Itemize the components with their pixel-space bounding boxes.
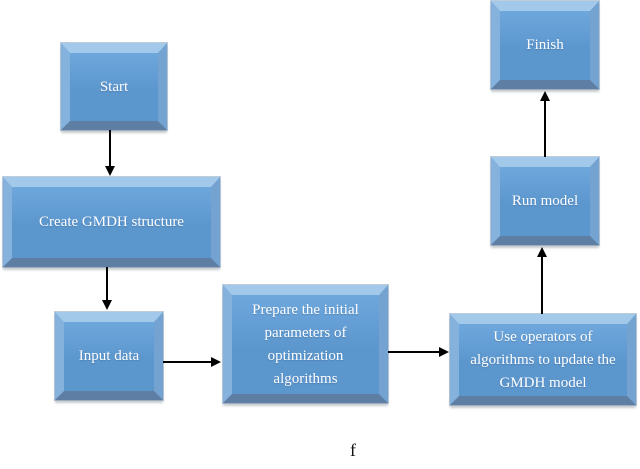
arrow-run-model-to-finish: [540, 91, 550, 157]
arrow-line: [106, 267, 108, 301]
figure-caption: f: [350, 440, 356, 460]
arrow-start-to-create-gmdh: [105, 130, 115, 176]
node-run-model: Run model: [491, 157, 599, 245]
arrow-line: [541, 256, 543, 314]
node-use-operators: Use operators of algorithms to update th…: [450, 314, 636, 405]
node-label-use-operators: Use operators of algorithms to update th…: [470, 328, 616, 391]
arrow-prepare-params-to-use-operators: [388, 347, 449, 357]
node-label-start: Start: [99, 78, 129, 95]
node-prepare-params: Prepare the initial parameters of optimi…: [223, 285, 388, 403]
arrow-line: [163, 361, 212, 363]
node-finish: Finish: [491, 1, 599, 89]
arrowhead-icon: [211, 357, 221, 367]
node-label-create-gmdh: Create GMDH structure: [39, 214, 184, 230]
arrowhead-icon: [105, 166, 115, 176]
node-label-prepare-params: Prepare the initial parameters of optimi…: [252, 301, 359, 387]
node-label-finish: Finish: [526, 37, 564, 53]
node-label-run-model: Run model: [511, 193, 579, 209]
node-create-gmdh: Create GMDH structure: [3, 177, 220, 267]
arrow-line: [388, 351, 440, 353]
arrow-create-gmdh-to-input-data: [102, 267, 112, 310]
node-start: Start: [61, 43, 167, 130]
arrowhead-icon: [439, 347, 449, 357]
arrow-use-operators-to-run-model: [537, 247, 547, 314]
arrowhead-icon: [102, 300, 112, 310]
arrow-line: [544, 100, 546, 157]
arrowhead-icon: [537, 247, 547, 257]
arrowhead-icon: [540, 91, 550, 101]
arrow-line: [109, 130, 111, 167]
arrow-input-data-to-prepare-params: [163, 357, 221, 367]
node-input-data: Input data: [55, 312, 163, 400]
node-label-input-data: Input data: [78, 348, 140, 364]
